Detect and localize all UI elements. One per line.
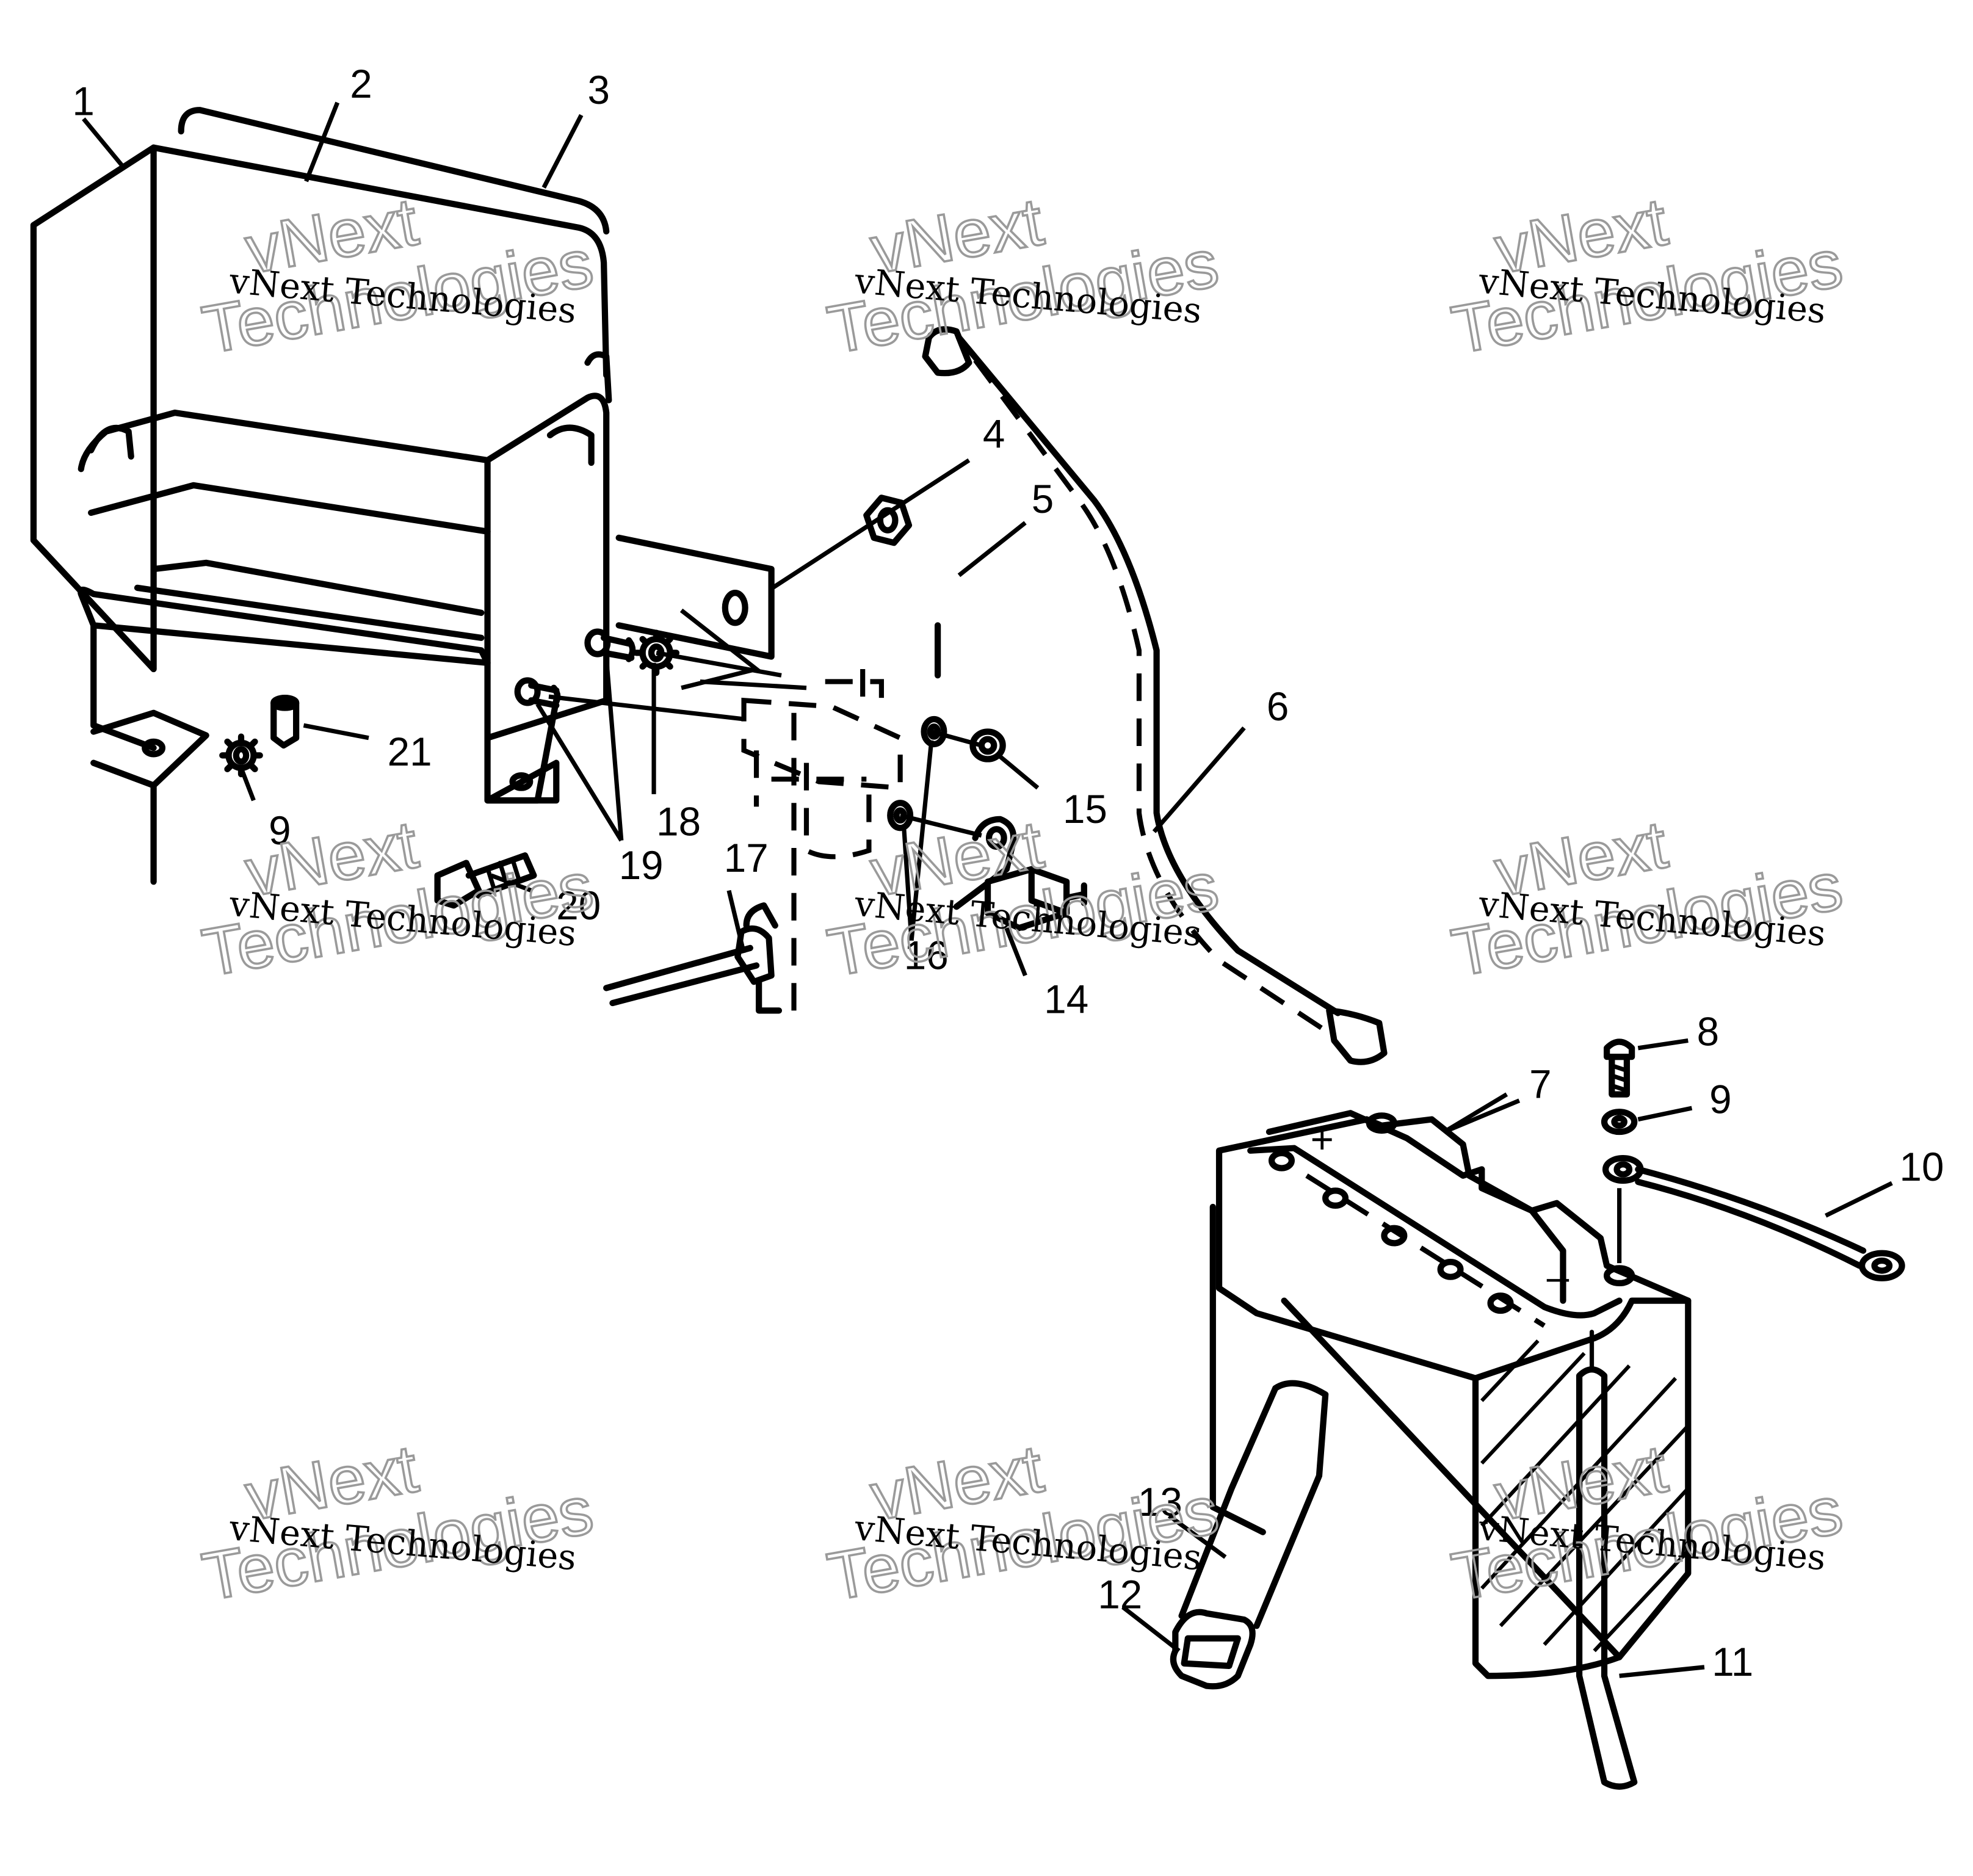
watermark-7: Technologies vNext vNext Technologies xyxy=(196,1430,599,1616)
watermarks: Technologies vNext vNext Technologies Te… xyxy=(196,183,1849,1616)
battery-strap xyxy=(1170,1380,1329,1690)
leader-lines xyxy=(82,101,1893,1678)
star-washer-9-right xyxy=(1601,1109,1638,1135)
watermark-6: Technologies vNext vNext Technologies xyxy=(1446,806,1849,992)
callout-3: 3 xyxy=(587,68,609,112)
battery-box xyxy=(30,107,775,885)
watermark-9: Technologies vNext vNext Technologies xyxy=(1446,1430,1849,1616)
callout-20: 20 xyxy=(556,883,601,928)
battery-cable-positive xyxy=(922,326,1388,1065)
callout-18: 18 xyxy=(656,800,701,844)
callout-14: 14 xyxy=(1044,977,1088,1021)
watermark-3: Technologies vNext vNext Technologies xyxy=(1446,183,1849,369)
watermark-8: Technologies vNext vNext Technologies xyxy=(821,1430,1225,1616)
callout-11: 11 xyxy=(1712,1640,1753,1684)
callout-17: 17 xyxy=(724,836,769,880)
callouts: 1 2 3 4 5 6 7 8 9 9 10 11 12 13 14 15 16… xyxy=(72,62,1944,1684)
callout-2: 2 xyxy=(350,62,372,106)
callout-21: 21 xyxy=(388,730,432,774)
negative-terminal-hardware xyxy=(1601,1038,1905,1281)
callout-19: 19 xyxy=(619,843,664,888)
callout-1: 1 xyxy=(72,79,94,123)
battery-minus-mark: – xyxy=(1547,1255,1569,1299)
callout-6: 6 xyxy=(1267,684,1289,729)
callout-4: 4 xyxy=(983,411,1005,456)
solenoid xyxy=(548,608,903,1013)
callout-10: 10 xyxy=(1900,1145,1944,1189)
battery-plus-mark: + xyxy=(1311,1117,1334,1162)
callout-9-right: 9 xyxy=(1709,1077,1731,1121)
callout-8: 8 xyxy=(1697,1010,1719,1054)
callout-15: 15 xyxy=(1063,787,1107,831)
circuit-breaker xyxy=(899,730,1087,932)
vent-tube xyxy=(1576,1330,1638,1790)
watermark-4: Technologies vNext vNext Technologies xyxy=(196,806,599,992)
callout-9-left: 9 xyxy=(269,808,291,853)
callout-12: 12 xyxy=(1098,1573,1142,1617)
watermark-2: Technologies vNext vNext Technologies xyxy=(821,183,1225,369)
watermark-1: Technologies vNext vNext Technologies xyxy=(196,183,599,369)
battery xyxy=(1209,1092,1692,1679)
cable-17 xyxy=(603,902,783,1014)
callout-13: 13 xyxy=(1138,1480,1182,1524)
callout-7: 7 xyxy=(1529,1062,1551,1107)
callout-16: 16 xyxy=(904,933,949,978)
watermark-5: Technologies vNext vNext Technologies xyxy=(821,806,1225,992)
callout-5: 5 xyxy=(1032,477,1054,521)
